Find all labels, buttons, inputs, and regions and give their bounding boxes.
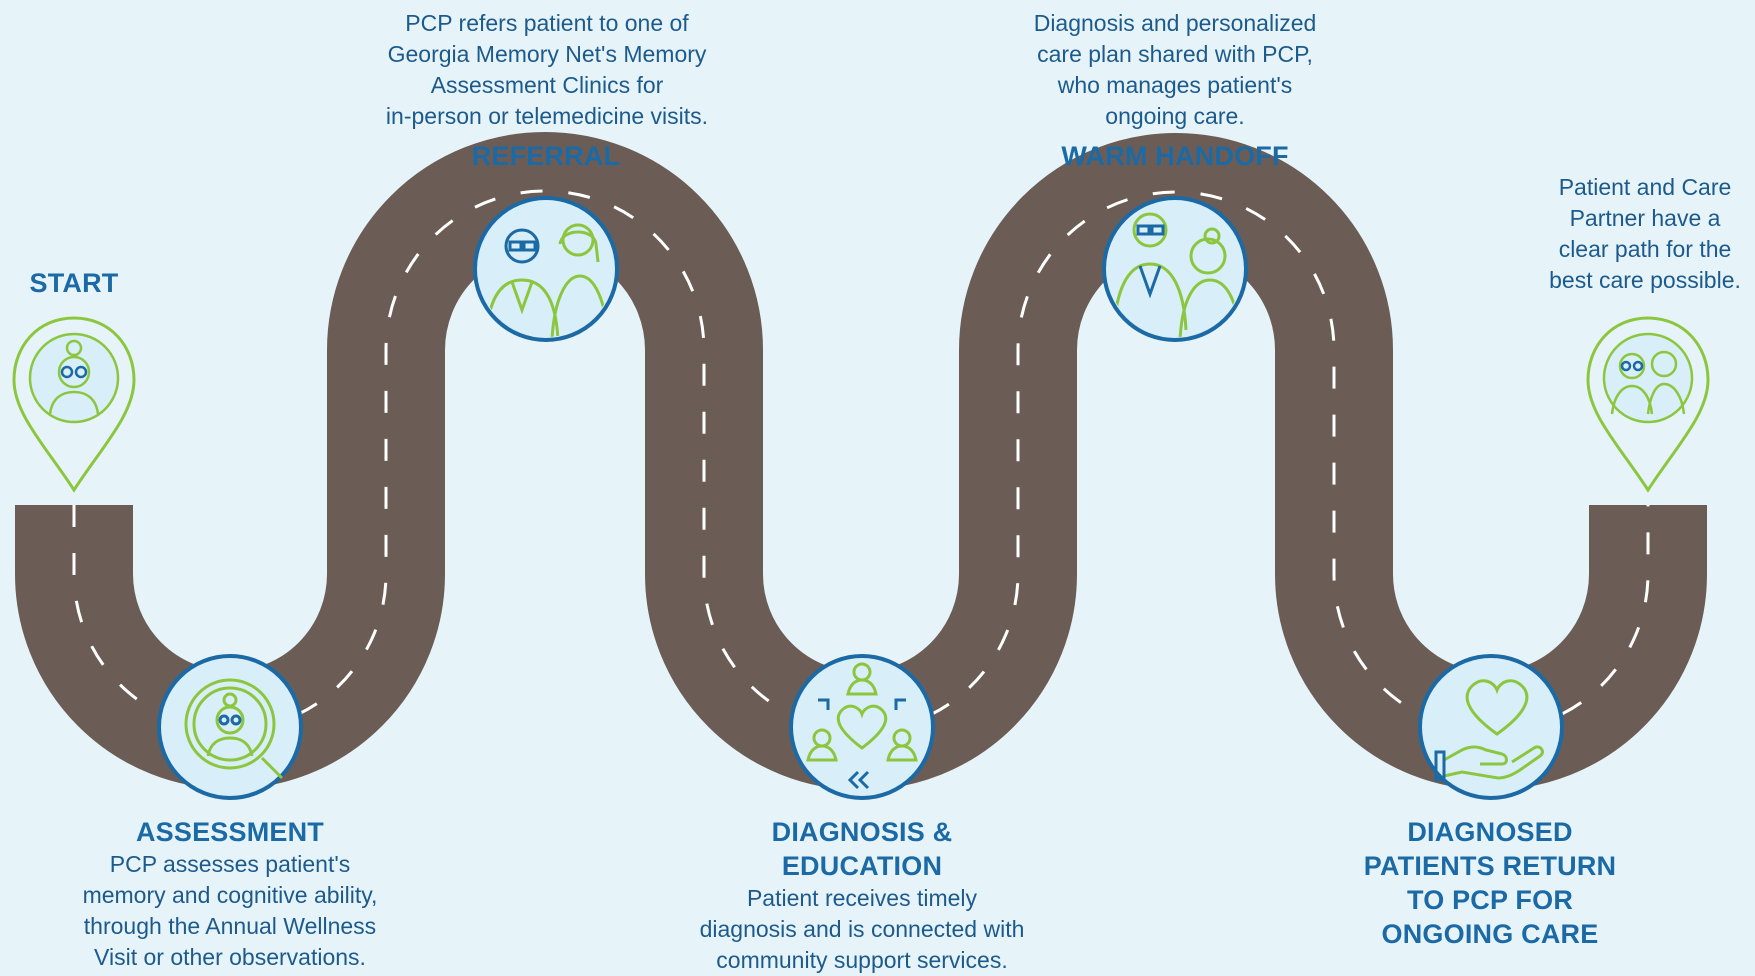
assessment-description-line: through the Annual Wellness — [83, 913, 377, 939]
assessment-title: ASSESSMENT — [135, 817, 325, 847]
handoff-circle — [1102, 196, 1248, 342]
handoff-description: Diagnosis and personalized care plan sha… — [975, 8, 1375, 132]
end-description-line: best care possible. — [1549, 267, 1741, 293]
referral-description: PCP refers patient to one of Georgia Mem… — [342, 8, 752, 132]
referral-description-line: in-person or telemedicine visits. — [385, 103, 709, 129]
handoff-description-line: care plan shared with PCP, — [1037, 41, 1313, 67]
assessment-description-line: memory and cognitive ability, — [82, 882, 378, 908]
lane-marking — [72, 189, 1650, 733]
diagnosis-description-line: Patient receives timely — [746, 885, 978, 911]
handoff-description-line: who manages patient's — [1057, 72, 1293, 98]
referral-description-line: Assessment Clinics for — [430, 72, 664, 98]
referral-circle — [473, 196, 619, 342]
return-title-line: PATIENTS RETURN — [1363, 851, 1617, 881]
assessment-block: ASSESSMENT PCP assesses patient's memory… — [30, 815, 430, 973]
end-pin-icon — [1586, 316, 1710, 493]
diagnosis-title-line: EDUCATION — [781, 851, 943, 881]
return-circle — [1418, 654, 1564, 800]
referral-description-line: PCP refers patient to one of — [405, 10, 689, 36]
end-description: Patient and Care Partner have a clear pa… — [1520, 172, 1755, 296]
handoff-description-line: Diagnosis and personalized — [1033, 10, 1317, 36]
return-title-line: DIAGNOSED — [1407, 817, 1573, 847]
diagnosis-circle — [789, 654, 935, 800]
winding-road — [14, 132, 1707, 790]
return-title-line: TO PCP FOR — [1406, 885, 1574, 915]
referral-description-line: Georgia Memory Net's Memory — [387, 41, 707, 67]
handoff-description-line: ongoing care. — [1105, 103, 1245, 129]
start-title: START — [29, 268, 119, 298]
handoff-title: WARM HANDOFF — [1061, 141, 1289, 171]
heart-in-hand-icon — [1434, 679, 1544, 782]
end-description-line: clear path for the — [1558, 236, 1732, 262]
assessment-description-line: PCP assesses patient's — [109, 851, 351, 877]
elderly-woman-icon — [48, 339, 100, 415]
end-description-line: Patient and Care — [1558, 174, 1732, 200]
return-title-line: ONGOING CARE — [1381, 919, 1599, 949]
return-block: DIAGNOSED PATIENTS RETURN TO PCP FOR ONG… — [1290, 815, 1690, 951]
magnifier-patient-icon — [184, 678, 284, 780]
diagnosis-description-line: community support services. — [716, 947, 1008, 973]
diagnosis-title-line: DIAGNOSIS & — [771, 817, 953, 847]
end-description-line: Partner have a — [1569, 205, 1721, 231]
elderly-couple-icon — [1610, 350, 1686, 415]
referral-title: REFERRAL — [471, 141, 621, 171]
community-heart-icon — [806, 662, 918, 790]
assessment-circle — [157, 654, 303, 800]
diagnosis-block: DIAGNOSIS & EDUCATION Patient receives t… — [652, 815, 1072, 976]
assessment-description-line: Visit or other observations. — [94, 944, 366, 970]
start-pin-icon — [12, 316, 136, 493]
diagnosis-description-line: diagnosis and is connected with — [699, 916, 1025, 942]
